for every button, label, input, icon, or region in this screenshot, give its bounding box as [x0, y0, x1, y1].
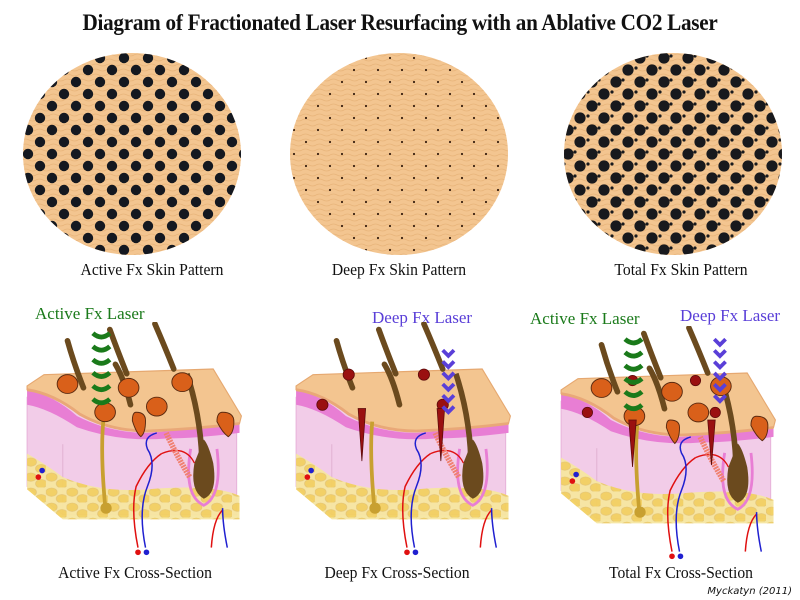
deep-fx-laser-label: Deep Fx Laser	[372, 308, 473, 327]
active-fx-pattern-label: Active Fx Skin Pattern	[80, 260, 224, 279]
deep-fx-cross-section-label: Deep Fx Cross-Section	[324, 563, 470, 582]
active-fx-skin-pattern	[23, 53, 241, 255]
total-fx-cross-section	[552, 326, 792, 561]
total-fx-pattern-label: Total Fx Skin Pattern	[614, 260, 748, 279]
active-laser-chevrons-icon	[91, 331, 112, 406]
total-deep-laser-chevrons-icon	[712, 337, 727, 404]
deep-fx-pattern-label: Deep Fx Skin Pattern	[331, 260, 467, 279]
author-credit: Myckatyn (2011)	[707, 586, 792, 597]
total-fx-cross-section-label: Total Fx Cross-Section	[608, 563, 754, 582]
active-fx-cross-section-label: Active Fx Cross-Section	[58, 563, 212, 582]
deep-fx-cross-section	[287, 322, 527, 557]
total-fx-skin-pattern	[564, 53, 782, 255]
deep-laser-chevrons-icon	[441, 348, 456, 415]
total-deep-fx-laser-label: Deep Fx Laser	[680, 306, 781, 325]
total-active-laser-chevrons-icon	[623, 337, 644, 412]
active-fx-laser-label: Active Fx Laser	[35, 304, 145, 323]
total-active-fx-laser-label: Active Fx Laser	[530, 309, 640, 328]
active-fx-cross-section	[18, 322, 258, 557]
deep-fx-skin-pattern	[290, 53, 508, 255]
diagram-title: Diagram of Fractionated Laser Resurfacin…	[82, 10, 718, 35]
